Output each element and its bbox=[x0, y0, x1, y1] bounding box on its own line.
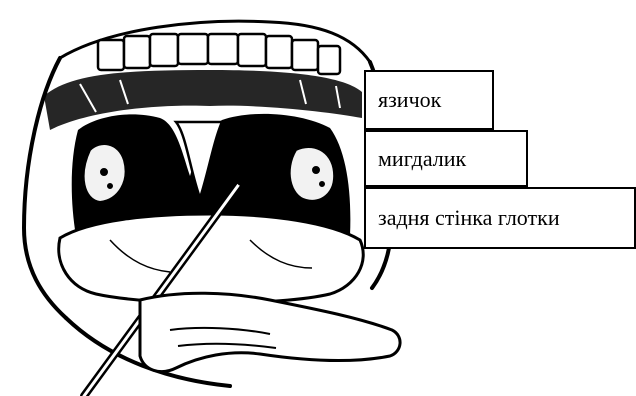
label-posterior-pharyngeal-wall: задня стінка глотки bbox=[364, 187, 636, 249]
upper-teeth bbox=[98, 34, 340, 74]
label-tonsil-text: мигдалик bbox=[378, 148, 466, 170]
label-uvula: язичок bbox=[364, 70, 494, 130]
label-posterior-pharyngeal-wall-text: задня стінка глотки bbox=[378, 207, 560, 229]
label-tonsil: мигдалик bbox=[364, 130, 528, 187]
hand bbox=[140, 293, 400, 371]
label-uvula-text: язичок bbox=[378, 89, 441, 111]
